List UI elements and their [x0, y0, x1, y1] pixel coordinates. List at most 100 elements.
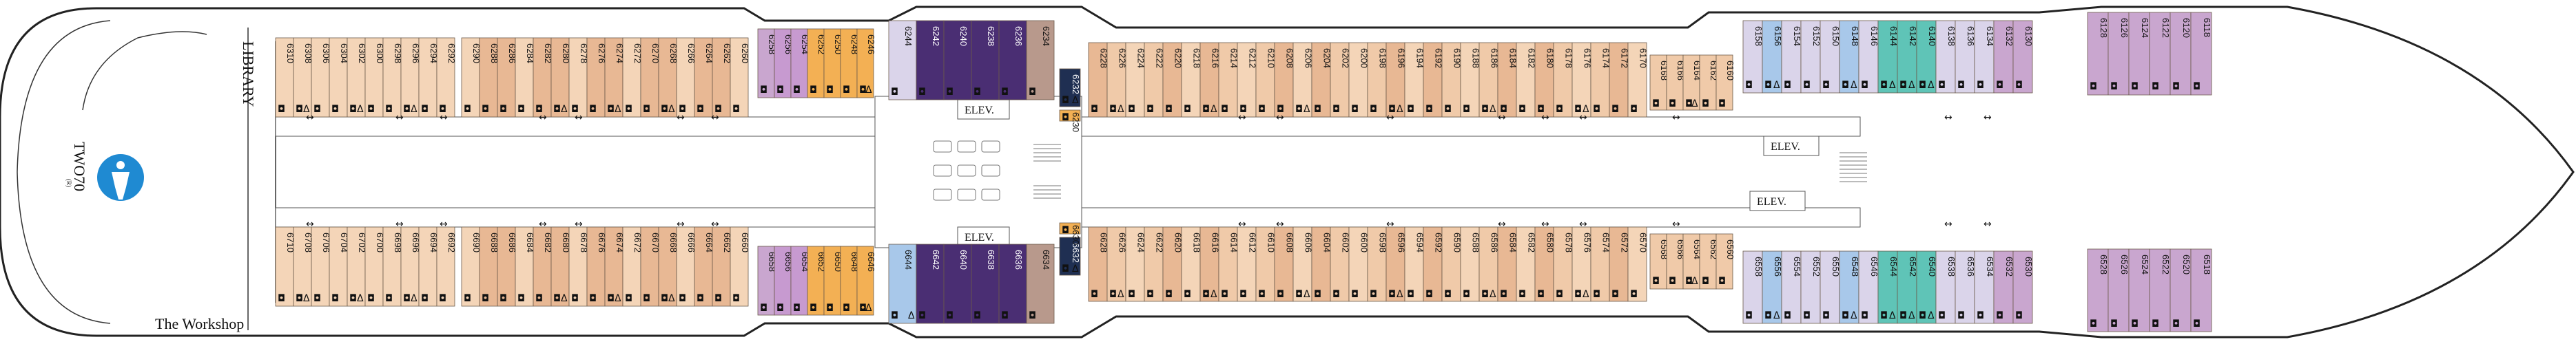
cabin-6120[interactable]: 6120◘ — [2170, 12, 2192, 96]
cabin-box[interactable] — [1330, 226, 1350, 302]
cabin-box[interactable] — [1590, 226, 1610, 302]
cabin-box[interactable] — [293, 37, 312, 118]
cabin-box[interactable] — [1274, 226, 1294, 302]
cabin-6656[interactable]: 6656◘ — [774, 246, 794, 316]
cabin-6574[interactable]: 6574◘ — [1590, 226, 1611, 302]
cabin-6174[interactable]: 6174◘ — [1590, 42, 1611, 118]
cabin-box[interactable] — [807, 246, 825, 316]
cabin-6676[interactable]: 6676◘ — [586, 226, 607, 307]
cabin-6206[interactable]: 6206◘Δ — [1292, 42, 1314, 118]
cabin-box[interactable] — [2108, 248, 2130, 332]
cabin-box[interactable] — [2087, 12, 2109, 96]
cabin-6228[interactable]: 6228◘ — [1088, 42, 1109, 118]
cabin-6198[interactable]: 6198◘ — [1367, 42, 1388, 118]
cabin-box[interactable] — [479, 37, 498, 118]
cabin-6626[interactable]: 6626◘Δ — [1106, 226, 1128, 302]
cabin-6222[interactable]: 6222◘ — [1144, 42, 1165, 118]
cabin-box[interactable] — [1974, 20, 1995, 94]
cabin-6644[interactable]: 6644◘Δ — [888, 244, 917, 324]
cabin-box[interactable] — [640, 226, 659, 307]
cabin-box[interactable] — [790, 246, 808, 316]
cabin-box[interactable] — [293, 226, 312, 307]
cabin-box[interactable] — [2128, 12, 2150, 96]
cabin-6570[interactable]: 6570◘ — [1627, 226, 1649, 302]
cabin-box[interactable] — [1781, 250, 1802, 324]
cabin-6586[interactable]: 6586◘Δ — [1478, 226, 1500, 302]
cabin-6308[interactable]: 6308◘Δ — [293, 37, 313, 118]
cabin-6130[interactable]: 6130◘ — [2012, 20, 2034, 94]
cabin-6148[interactable]: 6148◘Δ — [1839, 20, 1860, 94]
cabin-6122[interactable]: 6122◘ — [2149, 12, 2171, 96]
cabin-6634[interactable]: 6634◘ — [1026, 244, 1055, 324]
cabin-box[interactable] — [916, 244, 945, 324]
cabin-box[interactable] — [2012, 20, 2033, 94]
cabin-box[interactable] — [568, 37, 588, 118]
cabin-box[interactable] — [1292, 42, 1312, 118]
cabin-box[interactable] — [1627, 42, 1647, 118]
cabin-box[interactable] — [550, 226, 570, 307]
cabin-box[interactable] — [311, 226, 330, 307]
cabin-6134[interactable]: 6134◘ — [1974, 20, 1995, 94]
cabin-6544[interactable]: 6544◘Δ — [1877, 250, 1899, 324]
cabin-6572[interactable]: 6572◘ — [1609, 226, 1630, 302]
cabin-box[interactable] — [1609, 42, 1629, 118]
cabin-6558[interactable]: 6558◘ — [1742, 250, 1764, 324]
cabin-box[interactable] — [2170, 12, 2192, 96]
cabin-6238[interactable]: 6238◘ — [971, 20, 1000, 100]
cabin-box[interactable] — [1125, 226, 1145, 302]
cabin-box[interactable] — [1330, 42, 1350, 118]
cabin-6204[interactable]: 6204◘ — [1311, 42, 1332, 118]
cabin-6658[interactable]: 6658◘ — [757, 246, 777, 316]
cabin-6548[interactable]: 6548◘Δ — [1839, 250, 1860, 324]
cabin-6700[interactable]: 6700◘ — [364, 226, 385, 307]
cabin-6616[interactable]: 6616◘Δ — [1199, 226, 1221, 302]
cabin-box[interactable] — [533, 37, 552, 118]
cabin-6538[interactable]: 6538◘ — [1935, 250, 1957, 324]
cabin-6154[interactable]: 6154◘ — [1781, 20, 1802, 94]
cabin-box[interactable] — [347, 37, 366, 118]
cabin-6180[interactable]: 6180◘ — [1534, 42, 1556, 118]
cabin-box[interactable] — [1367, 42, 1387, 118]
cabin-6636[interactable]: 6636◘ — [998, 244, 1027, 324]
cabin-6234[interactable]: 6234◘ — [1026, 20, 1055, 100]
cabin-box[interactable] — [1292, 226, 1312, 302]
cabin-6202[interactable]: 6202◘ — [1330, 42, 1351, 118]
cabin-box[interactable] — [1877, 250, 1898, 324]
cabin-6286[interactable]: 6286◘ — [497, 37, 517, 118]
cabin-box[interactable] — [436, 37, 455, 118]
cabin-6600[interactable]: 6600◘ — [1348, 226, 1370, 302]
cabin-box[interactable] — [1460, 226, 1480, 302]
cabin-box[interactable] — [347, 226, 366, 307]
cabin-6602[interactable]: 6602◘ — [1330, 226, 1351, 302]
cabin-box[interactable] — [568, 226, 588, 307]
cabin-6274[interactable]: 6274◘Δ — [604, 37, 625, 118]
cabin-box[interactable] — [1839, 250, 1859, 324]
cabin-box[interactable] — [1553, 42, 1573, 118]
cabin-box[interactable] — [998, 20, 1027, 100]
cabin-6224[interactable]: 6224◘ — [1125, 42, 1146, 118]
cabin-box[interactable] — [774, 246, 792, 316]
cabin-box[interactable] — [1877, 20, 1898, 94]
cabin-box[interactable] — [1858, 20, 1879, 94]
cabin-box[interactable] — [676, 37, 695, 118]
cabin-6158[interactable]: 6158◘ — [1742, 20, 1764, 94]
cabin-6282[interactable]: 6282◘ — [533, 37, 553, 118]
cabin-box[interactable] — [1553, 226, 1573, 302]
cabin-6698[interactable]: 6698◘ — [382, 226, 403, 307]
cabin-box[interactable] — [2108, 12, 2130, 96]
cabin-6688[interactable]: 6688◘ — [479, 226, 499, 307]
cabin-6608[interactable]: 6608◘ — [1274, 226, 1295, 302]
cabin-box[interactable] — [943, 244, 972, 324]
cabin-box[interactable] — [1059, 237, 1081, 276]
cabin-box[interactable] — [1916, 250, 1937, 324]
cabin-box[interactable] — [1026, 20, 1055, 100]
cabin-6690[interactable]: 6690◘ — [461, 226, 482, 307]
cabin-6576[interactable]: 6576◘Δ — [1572, 226, 1593, 302]
cabin-box[interactable] — [400, 226, 420, 307]
cabin-box[interactable] — [1993, 250, 2014, 324]
cabin-box[interactable] — [533, 226, 552, 307]
cabin-box[interactable] — [364, 37, 384, 118]
cabin-6682[interactable]: 6682◘ — [533, 226, 553, 307]
cabin-box[interactable] — [856, 246, 874, 316]
cabin-6280[interactable]: 6280◘Δ — [550, 37, 571, 118]
